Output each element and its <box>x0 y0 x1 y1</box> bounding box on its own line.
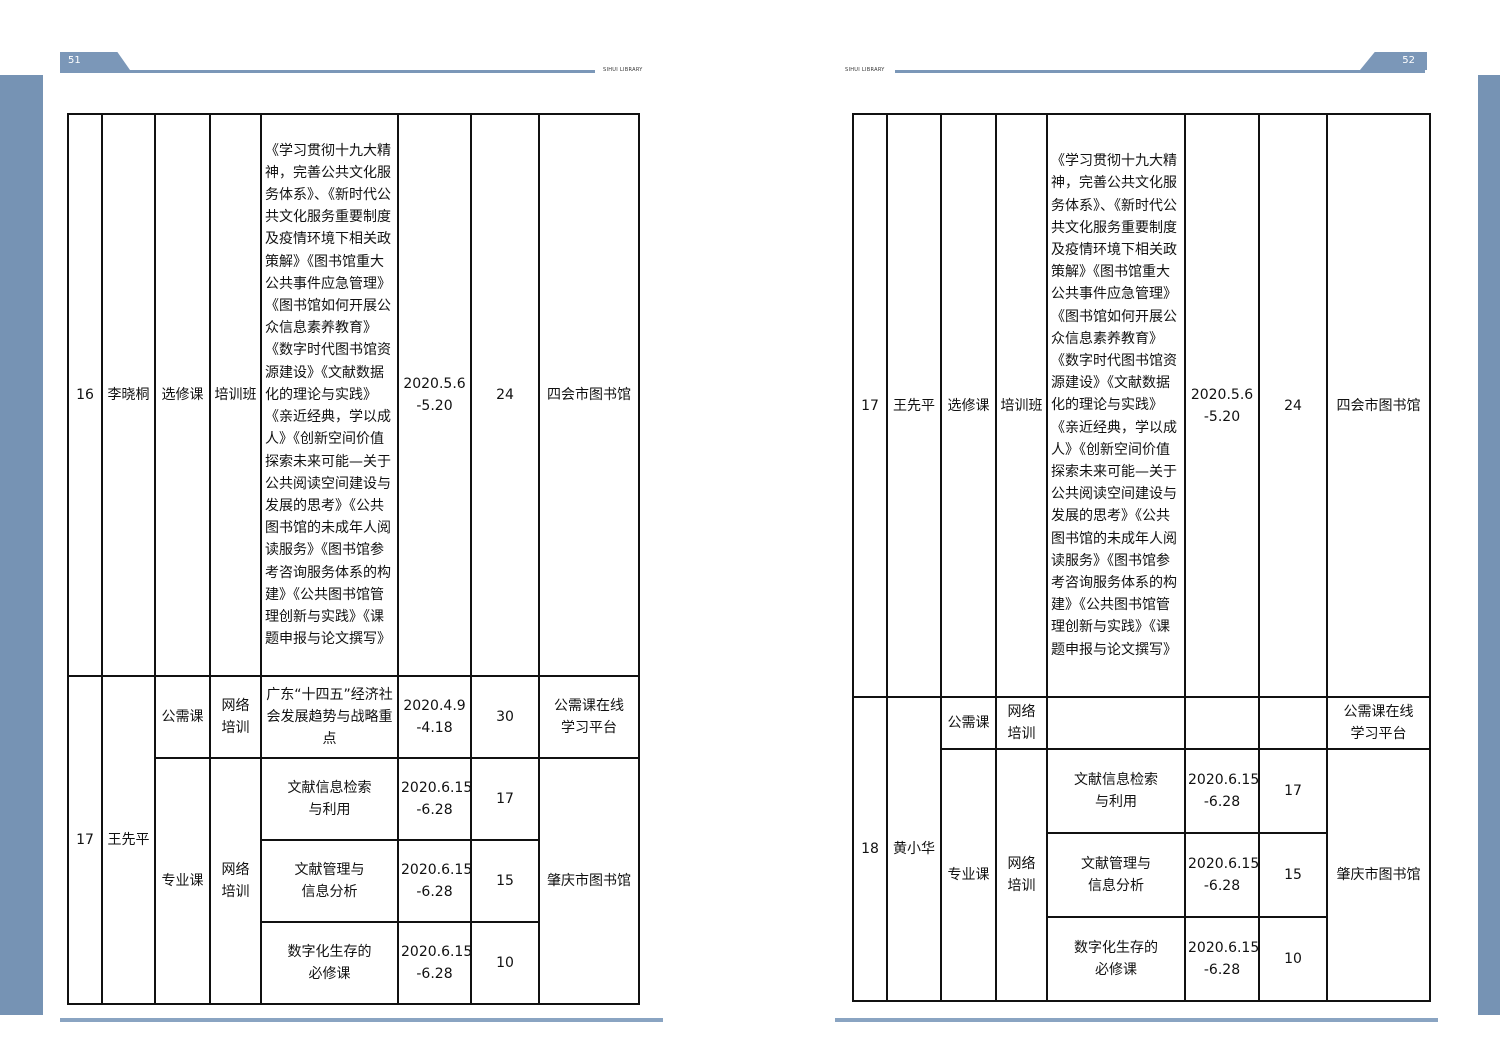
training-hours: 15 <box>1258 832 1328 918</box>
training-hours <box>1258 696 1328 750</box>
left-bottom-rule <box>60 1018 663 1022</box>
right-training-table: 17 王先平 选修课 培训班 《学习贯彻十九大精神，完善公共文化服务体系》、《新… <box>852 113 1431 1002</box>
course-content <box>1046 696 1186 750</box>
table-row: 18 黄小华 公需课 网络 培训 公需课在线 学习平台 <box>852 696 1431 1002</box>
training-hours: 24 <box>1258 113 1328 698</box>
training-format: 培训班 <box>995 113 1048 698</box>
right-bottom-rule <box>835 1018 1438 1022</box>
course-content: 文献管理与 信息分析 <box>260 839 399 923</box>
course-category: 公需课 <box>154 675 211 759</box>
course-content: 数字化生存的 必修课 <box>1046 916 1186 1002</box>
training-hours: 17 <box>470 757 540 841</box>
course-category: 选修课 <box>154 113 211 677</box>
course-category: 选修课 <box>940 113 997 698</box>
record-number: 17 <box>852 113 888 698</box>
course-content: 文献信息检索 与利用 <box>260 757 399 841</box>
training-date: 2020.6.15 -6.28 <box>397 921 472 1005</box>
trainee-name: 黄小华 <box>886 696 942 1002</box>
left-training-table: 16 李晓桐 选修课 培训班 《学习贯彻十九大精神，完善公共文化服务体系》、《新… <box>67 113 640 1005</box>
training-hours: 24 <box>470 113 540 677</box>
course-content: 数字化生存的 必修课 <box>260 921 399 1005</box>
record-number: 16 <box>67 113 103 677</box>
left-page-number-tab: 51 <box>60 52 130 70</box>
trainee-name: 王先平 <box>101 675 156 1005</box>
table-row: 专业课 网络 培训 文献信息检索 与利用 2020.6.15 -6.28 17 … <box>853 748 1431 1002</box>
organizer: 肇庆市图书馆 <box>538 757 640 1005</box>
course-content: 文献管理与 信息分析 <box>1046 832 1186 918</box>
training-hours: 15 <box>470 839 540 923</box>
course-content: 《学习贯彻十九大精神，完善公共文化服务体系》、《新时代公共文化服务重要制度及疫情… <box>1046 113 1186 698</box>
organizer: 公需课在线 学习平台 <box>1326 696 1431 750</box>
table-row: 数字化生存的 必修课 2020.6.15 -6.28 10 <box>68 921 639 1005</box>
training-date: 2020.5.6 -5.20 <box>397 113 472 677</box>
table-row: 17 王先平 公需课 网络 培训 广东“十四五”经济社会发展趋势与战略重点 20… <box>67 675 640 1005</box>
right-page-number-tab: 52 <box>1360 52 1427 70</box>
right-header-rule <box>895 70 1425 73</box>
right-page-number: 52 <box>1402 55 1415 66</box>
organizer: 四会市图书馆 <box>1326 113 1431 698</box>
training-date: 2020.6.15 -6.28 <box>397 839 472 923</box>
left-library-label: SIHUI LIBRARY <box>603 67 643 73</box>
training-format: 网络 培训 <box>995 696 1048 750</box>
table-row: 16 李晓桐 选修课 培训班 《学习贯彻十九大精神，完善公共文化服务体系》、《新… <box>67 113 640 677</box>
trainee-name: 王先平 <box>886 113 942 698</box>
left-side-bar <box>0 75 43 1015</box>
training-hours: 30 <box>470 675 540 759</box>
training-date: 2020.6.15 -6.28 <box>1184 748 1260 834</box>
training-format: 培训班 <box>209 113 262 677</box>
training-date: 2020.6.15 -6.28 <box>1184 832 1260 918</box>
training-date: 2020.6.15 -6.28 <box>397 757 472 841</box>
training-date <box>1184 696 1260 750</box>
right-side-bar <box>1478 75 1500 1015</box>
course-content: 《学习贯彻十九大精神，完善公共文化服务体系》、《新时代公共文化服务重要制度及疫情… <box>260 113 399 677</box>
left-page-number: 51 <box>68 55 81 66</box>
training-hours: 17 <box>1258 748 1328 834</box>
training-date: 2020.5.6 -5.20 <box>1184 113 1260 698</box>
course-category: 专业课 <box>940 748 997 1002</box>
course-content: 文献信息检索 与利用 <box>1046 748 1186 834</box>
left-header-rule <box>60 70 595 73</box>
training-hours: 10 <box>470 921 540 1005</box>
course-content: 广东“十四五”经济社会发展趋势与战略重点 <box>260 675 399 759</box>
trainee-name: 李晓桐 <box>101 113 156 677</box>
table-row: 文献管理与 信息分析 2020.6.15 -6.28 15 <box>68 839 639 923</box>
table-row: 17 王先平 选修课 培训班 《学习贯彻十九大精神，完善公共文化服务体系》、《新… <box>852 113 1431 698</box>
record-number: 17 <box>67 675 103 1005</box>
right-library-label: SIHUI LIBRARY <box>845 67 885 73</box>
course-category: 专业课 <box>154 757 211 1005</box>
training-format: 网络 培训 <box>209 757 262 1005</box>
table-row: 专业课 网络 培训 文献信息检索 与利用 2020.6.15 -6.28 17 … <box>68 757 640 1005</box>
training-format: 网络 培训 <box>209 675 262 759</box>
record-number: 18 <box>852 696 888 1002</box>
training-format: 网络 培训 <box>995 748 1048 1002</box>
training-date: 2020.4.9 -4.18 <box>397 675 472 759</box>
training-date: 2020.6.15 -6.28 <box>1184 916 1260 1002</box>
table-row: 数字化生存的 必修课 2020.6.15 -6.28 10 <box>853 916 1430 1002</box>
table-row: 文献管理与 信息分析 2020.6.15 -6.28 15 <box>853 832 1430 918</box>
organizer: 肇庆市图书馆 <box>1326 748 1431 1002</box>
course-category: 公需课 <box>940 696 997 750</box>
training-hours: 10 <box>1258 916 1328 1002</box>
organizer: 公需课在线 学习平台 <box>538 675 640 759</box>
organizer: 四会市图书馆 <box>538 113 640 677</box>
